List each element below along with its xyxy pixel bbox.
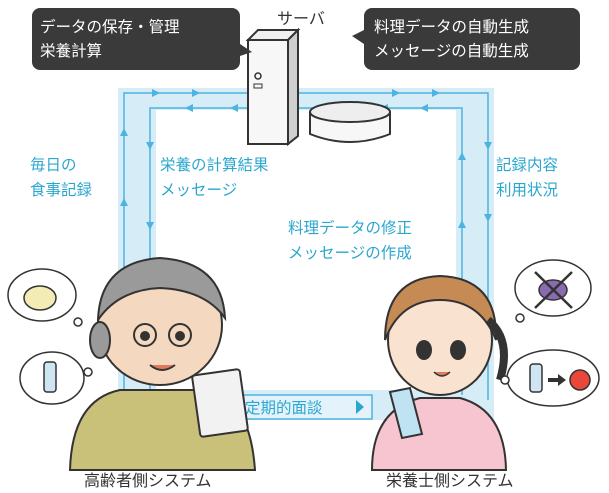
elderly-person-illustration [68, 256, 257, 471]
tablet-icon [191, 368, 249, 438]
dietitian-system-caption: 栄養士側システム [386, 471, 514, 490]
flow-left-outer-line-1: 毎日の [30, 156, 77, 174]
elderly-system-caption: 高齢者側システム [84, 471, 212, 490]
thought-bubble-meal [7, 268, 83, 327]
bowl-icon [23, 285, 57, 311]
tomato-icon [569, 369, 591, 391]
right-bubble-line-2: メッセージの自動生成 [374, 42, 529, 60]
server-functions-left-bubble: データの保存・管理 栄養計算 [32, 8, 252, 70]
thought-bubble-no-sweets [514, 259, 592, 323]
right-arrow-icon [356, 400, 364, 414]
bottle-icon [43, 361, 57, 393]
flow-left-outer-line-2: 食事記録 [30, 181, 93, 199]
arrow-right-icon [548, 374, 566, 386]
laptop-icon [388, 386, 424, 440]
server-functions-right-bubble: 料理データの自動生成 メッセージの自動生成 [352, 8, 580, 70]
regular-interview-bar: 定期的面談 [225, 394, 373, 420]
flow-right-inner-line-1: 料理データの修正 [288, 218, 412, 237]
thought-bubble-tomato [500, 349, 600, 407]
bottle-icon [529, 363, 543, 393]
flow-left-inner-line-2: メッセージ [160, 181, 237, 199]
flow-right-inner-line-2: メッセージの作成 [288, 244, 412, 262]
flow-arrows [120, 89, 492, 308]
thought-bubble-drink [19, 351, 93, 405]
server-illustration [245, 27, 391, 147]
flow-lines [123, 92, 489, 400]
left-bubble-line-2: 栄養計算 [40, 41, 102, 60]
flow-left-inner-line-1: 栄養の計算結果 [160, 155, 269, 174]
server-label: サーバ [277, 9, 325, 28]
interview-label: 定期的面談 [245, 399, 323, 417]
right-bubble-line-1: 料理データの自動生成 [374, 17, 529, 36]
flow-right-outer-line-2: 利用状況 [496, 181, 558, 199]
left-bubble-line-1: データの保存・管理 [40, 17, 180, 36]
flow-right-outer-line-1: 記録内容 [496, 156, 558, 174]
dietitian-illustration [370, 274, 508, 471]
